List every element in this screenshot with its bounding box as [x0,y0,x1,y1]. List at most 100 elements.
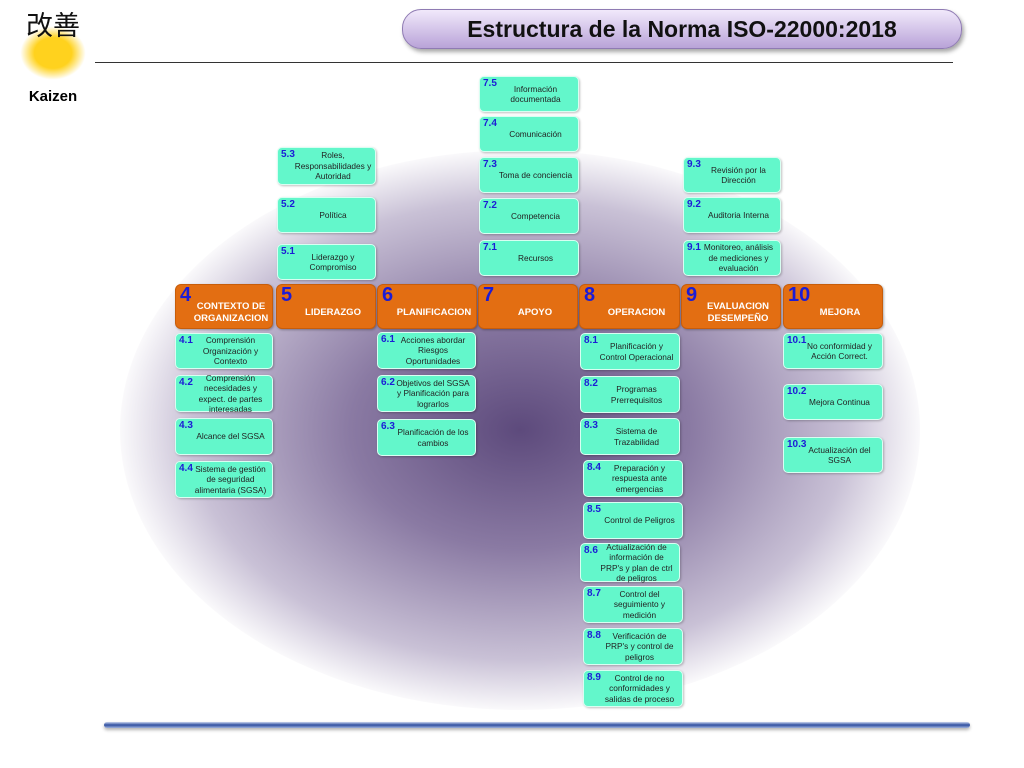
subclause-number: 7.4 [483,118,497,129]
subclause-9-3: 9.3 Revisión por la Dirección [683,157,781,193]
kaizen-logo: 改善 Kaizen [14,12,92,107]
subclause-number: 9.1 [687,242,701,253]
subclause-label: Acciones abordar Riesgos Oportunidades [400,334,466,366]
clause-label: APOYO [517,306,553,318]
subclause-label: Sistema de Trazabilidad [614,426,659,447]
subclause-5-1: 5.1 Liderazgo y Compromiso [277,244,376,280]
subclause-number: 7.5 [483,78,497,89]
subclause-4-1: 4.1 Comprensión Organización y Contexto [175,333,273,369]
subclause-number: 8.9 [587,672,601,683]
clause-label: PLANIFICACION [396,306,472,318]
subclause-label: Objetivos del SGSA y Planificación para … [396,377,470,409]
subclause-number: 4.1 [179,335,193,346]
subclause-number: 4.3 [179,420,193,431]
subclause-label: No conformidad y Acción Correct. [806,340,873,362]
subclause-number: 6.2 [381,377,395,388]
subclause-label: Control de Peligros [604,515,675,526]
subclause-number: 5.2 [281,199,295,210]
subclause-label: Actualización del SGSA [808,444,871,466]
clause-number: 10 [788,284,811,306]
subclause-8-8: 8.8 Verificación de PRP's y control de pe… [583,628,683,665]
subclause-number: 8.2 [584,378,598,389]
subclause-label: Sistema de gestión de seguridad alimenta… [194,463,267,495]
subclause-label: Toma de conciencia [498,169,573,180]
subclause-8-7: 8.7 Control del seguimiento y medición [583,586,683,623]
subclause-label: Control del seguimiento y medición [613,588,666,620]
subclause-number: 5.1 [281,246,295,257]
clause-number: 5 [281,284,293,306]
logo-kanji: 改善 [26,11,80,42]
bottom-bar [104,722,970,728]
subclause-number: 9.2 [687,199,701,210]
subclause-label: Control de no conformidades y salidas de… [604,672,675,704]
clause-label: OPERACION [607,306,666,318]
logo-sun [20,26,86,80]
clause-number: 7 [483,284,495,306]
subclause-label: Planificación de los cambios [397,427,469,448]
subclause-label: Verificación de PRP's y control de pelig… [605,630,674,662]
subclause-label: Información documentada [510,83,561,105]
subclause-number: 6.1 [381,334,395,345]
subclause-7-5: 7.5 Información documentada [479,76,579,112]
subclause-label: Monitoreo, análisis de mediciones y eval… [703,242,774,274]
page-title: Estructura de la Norma ISO-22000:2018 [402,9,962,49]
subclause-number: 8.3 [584,420,598,431]
clause-label: LIDERAZGO [305,306,361,318]
subclause-label: Revisión por la Dirección [711,164,766,186]
subclause-number: 5.3 [281,149,295,160]
subclause-number: 8.6 [584,545,598,556]
subclause-number: 8.8 [587,630,601,641]
clause-number: 4 [180,284,192,306]
logo-word: Kaizen [28,88,78,105]
subclause-number: 7.3 [483,159,497,170]
subclause-number: 9.3 [687,159,701,170]
subclause-number: 8.4 [587,462,601,473]
clause-label: CONTEXTO DE ORGANIZACION [193,300,269,324]
subclause-number: 6.3 [381,421,395,432]
subclause-label: Política [319,209,347,220]
subclause-number: 7.2 [483,200,497,211]
clause-number: 9 [686,284,698,306]
clause-number: 8 [584,284,596,306]
subclause-label: Liderazgo y Compromiso [309,251,357,273]
subclause-number: 10.3 [787,439,807,450]
subclause-label: Comprensión Organización y Contexto [202,335,259,367]
subclause-number: 4.4 [179,463,193,474]
subclause-number: 4.2 [179,377,193,388]
subclause-number: 8.1 [584,335,598,346]
subclause-label: Alcance del SGSA [196,431,265,442]
subclause-label: Comunicación [509,128,562,139]
subclause-number: 10.2 [787,386,807,397]
subclause-label: Mejora Continua [809,396,870,407]
subclause-label: Auditoria Interna [708,209,769,220]
clause-label: EVALUACION DESEMPEÑO [706,300,770,324]
subclause-label: Programas Prerrequisitos [610,384,663,405]
subclause-number: 8.5 [587,504,601,515]
subclause-label: Actualización de información de PRP's y … [600,541,673,584]
subclause-number: 8.7 [587,588,601,599]
